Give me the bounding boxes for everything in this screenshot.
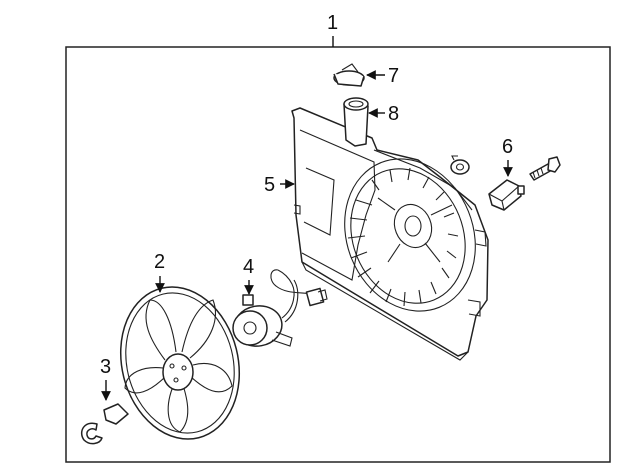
callout-2: 2 (154, 251, 165, 293)
callout-3: 3 (100, 356, 111, 401)
callout-6: 6 (502, 136, 513, 177)
reservoir-cap (333, 63, 365, 87)
callout-label-2: 2 (154, 251, 165, 273)
callout-4: 4 (243, 256, 254, 295)
callout-label-6: 6 (502, 136, 513, 158)
grommet (450, 155, 470, 175)
callout-label-7: 7 (388, 65, 399, 87)
callout-1: 1 (327, 12, 338, 47)
shroud-hose-neck (343, 97, 369, 147)
retaining-clip (80, 422, 103, 445)
fan-motor (232, 269, 328, 347)
callout-5: 5 (264, 174, 295, 196)
fan-nut (103, 403, 129, 425)
callout-label-1: 1 (327, 12, 338, 34)
callout-7: 7 (366, 65, 399, 87)
callout-label-5: 5 (264, 174, 275, 196)
fan-blade (119, 286, 241, 440)
fan-shroud (291, 107, 489, 361)
callout-label-4: 4 (243, 256, 254, 278)
callout-label-8: 8 (388, 103, 399, 125)
assembly-border (65, 46, 611, 463)
fan-resistor (488, 179, 525, 211)
callout-8: 8 (368, 103, 399, 125)
callout-label-3: 3 (100, 356, 111, 378)
mounting-bolt (529, 156, 561, 181)
